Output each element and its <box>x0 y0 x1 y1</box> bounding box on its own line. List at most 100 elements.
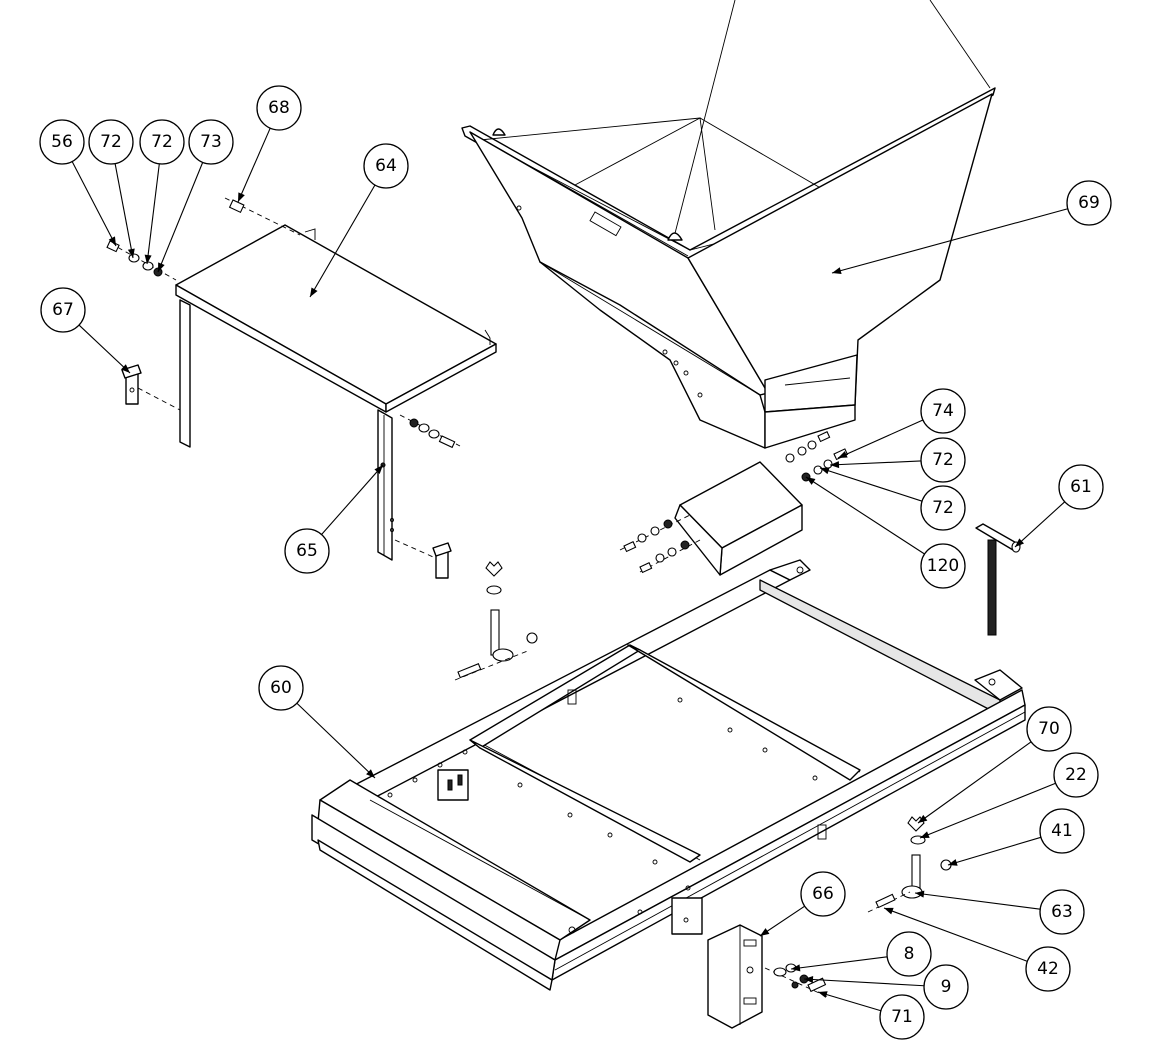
callout-label: 74 <box>932 401 954 421</box>
callout-circle <box>40 287 86 333</box>
callout-c8: 8 <box>790 931 932 977</box>
callout-label: 64 <box>375 156 397 176</box>
leader-line <box>919 782 1056 839</box>
callout-label: 22 <box>1065 765 1087 785</box>
callout-label: 42 <box>1037 959 1059 979</box>
callout-circle <box>1026 706 1072 752</box>
callout-circle <box>879 994 925 1040</box>
leader-arrowhead <box>366 769 375 778</box>
callout-circle <box>920 388 966 434</box>
callout-circle <box>920 437 966 483</box>
callout-label: 67 <box>52 300 74 320</box>
callout-c64: 64 <box>309 143 409 298</box>
table-hardware-stack <box>106 197 461 449</box>
callout-circle <box>256 85 302 131</box>
leader-arrowhead <box>818 991 828 998</box>
leader-line <box>817 991 882 1012</box>
callout-circle <box>39 119 85 165</box>
leader-line <box>71 161 117 247</box>
callout-c65: 65 <box>284 464 384 574</box>
callout-label: 66 <box>812 884 834 904</box>
callout-label: 71 <box>891 1007 913 1027</box>
callout-circle <box>88 119 134 165</box>
table-top-part-64 <box>175 224 497 413</box>
callout-label: 72 <box>100 132 122 152</box>
callout-c56: 56 <box>39 119 117 247</box>
callout-label: 61 <box>1070 477 1092 497</box>
callout-circle <box>284 528 330 574</box>
callout-c72d: 72 <box>819 467 966 531</box>
leader-arrowhead <box>310 287 318 297</box>
leader-line <box>914 892 1041 910</box>
callout-c69: 69 <box>831 180 1112 275</box>
leader-line <box>831 208 1068 274</box>
callout-circle <box>1066 180 1112 226</box>
callout-c63: 63 <box>914 889 1085 935</box>
callout-label: 68 <box>268 98 290 118</box>
leader-arrowhead <box>127 248 135 258</box>
callout-circle <box>923 964 969 1010</box>
callout-c72c: 72 <box>829 437 966 483</box>
leader-line <box>146 163 160 265</box>
callout-label: 69 <box>1078 193 1100 213</box>
leader-arrowhead <box>830 461 840 469</box>
callout-c22: 22 <box>919 752 1099 839</box>
callout-circle <box>1053 752 1099 798</box>
leader-arrowhead <box>804 976 814 984</box>
callout-label: 72 <box>932 450 954 470</box>
leader-arrowhead <box>760 928 770 936</box>
callout-circle <box>1025 946 1071 992</box>
leader-line <box>917 741 1032 824</box>
callout-label: 60 <box>270 678 292 698</box>
leader-arrowhead <box>791 964 801 972</box>
leader-line <box>819 467 923 502</box>
callout-c41: 41 <box>947 808 1085 866</box>
callout-label: 65 <box>296 541 318 561</box>
callout-c9: 9 <box>803 964 969 1010</box>
leader-arrowhead <box>948 859 958 866</box>
callout-circle <box>920 543 966 589</box>
leader-arrowhead <box>1015 538 1025 547</box>
callout-circle <box>258 665 304 711</box>
callout-circle <box>363 143 409 189</box>
callout-label: 73 <box>200 132 222 152</box>
leader-line <box>790 956 888 970</box>
hopper-part-69 <box>461 0 996 449</box>
leader-line <box>829 460 922 466</box>
callout-circle <box>1058 464 1104 510</box>
leader-arrowhead <box>158 262 165 272</box>
leader-arrowhead <box>144 254 152 264</box>
callout-label: 8 <box>904 944 915 964</box>
callout-c120: 120 <box>805 476 966 589</box>
leader-arrowhead <box>920 831 930 838</box>
callout-circle <box>188 119 234 165</box>
callout-c71: 71 <box>817 991 925 1040</box>
leg-part-65 <box>179 299 394 561</box>
leader-line <box>321 464 384 535</box>
leader-line <box>1014 501 1066 548</box>
callout-circle <box>886 931 932 977</box>
callout-label: 41 <box>1051 821 1073 841</box>
leader-line <box>114 163 134 259</box>
leader-line <box>883 907 1028 962</box>
callout-c68: 68 <box>237 85 302 203</box>
leader-line <box>947 836 1042 866</box>
leader-line <box>78 324 131 374</box>
bracket-part-66 <box>707 924 831 1029</box>
callout-c74: 74 <box>837 388 966 459</box>
callout-label: 72 <box>151 132 173 152</box>
leader-line <box>805 476 925 555</box>
leader-arrowhead <box>918 814 928 823</box>
callout-c70: 70 <box>917 706 1072 824</box>
callout-c72b: 72 <box>139 119 185 265</box>
leader-line <box>237 127 271 203</box>
callout-circle <box>1039 808 1085 854</box>
callout-circle <box>1039 889 1085 935</box>
leader-line <box>309 184 376 298</box>
callout-c61: 61 <box>1014 464 1104 548</box>
swing-bolt-assembly-lower <box>867 816 952 913</box>
leader-line <box>803 978 925 987</box>
cover-part-120 <box>619 431 849 576</box>
